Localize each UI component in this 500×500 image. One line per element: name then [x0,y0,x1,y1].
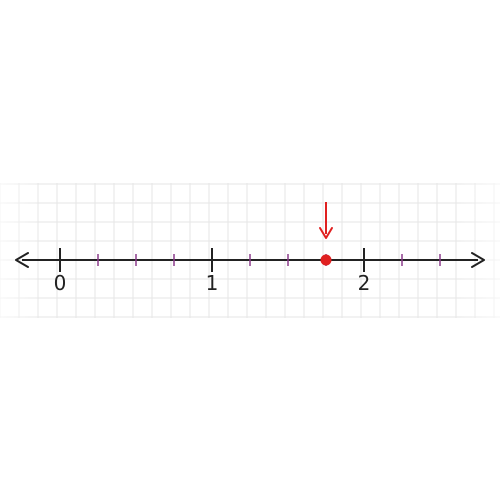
left-arrowhead-icon [15,252,29,268]
marked-point-group [319,202,333,266]
tick-label: 2 [358,271,371,295]
major-ticks [59,248,365,272]
grid-edge-fade [0,183,500,318]
marked-point [320,254,332,266]
tick-labels: 0 1 2 [54,271,371,295]
tick-label: 0 [54,271,67,295]
tick-label: 1 [206,271,219,295]
number-line: 0 1 2 [15,248,485,295]
pointer-arrow-icon [319,227,333,239]
right-arrowhead-icon [471,252,485,268]
